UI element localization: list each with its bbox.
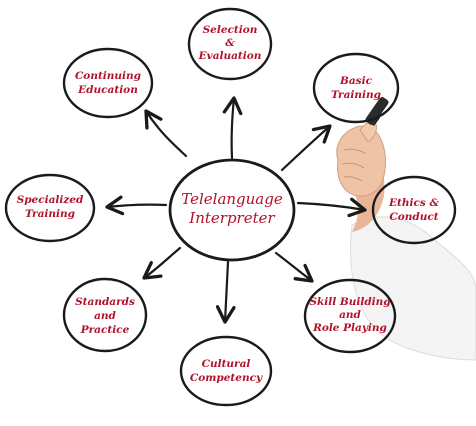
arrow-to-standards [142, 246, 182, 280]
arrow-to-specialized [105, 195, 168, 216]
connector-arrows [105, 96, 367, 324]
center-node-ring [168, 158, 296, 262]
node-skill-building-role-playing: Skill Building and Role Playing [303, 278, 397, 354]
node-specialized-training: Specialized Training [4, 173, 96, 243]
arrow-to-continuing [144, 109, 188, 158]
node-standards-practice: Standards and Practice [62, 277, 148, 353]
node-ring [187, 7, 273, 81]
node-label-line: Education [77, 84, 138, 96]
arrow-to-basic [280, 124, 332, 172]
node-label-line: Skill Building [309, 296, 390, 308]
node-label-line: Evaluation [198, 50, 262, 62]
arrow-to-skill [274, 251, 314, 283]
node-selection-evaluation: Selection & Evaluation [187, 7, 273, 81]
node-label-line: Role Playing [312, 322, 387, 334]
node-ring [179, 335, 273, 407]
node-ring [312, 52, 400, 124]
node-cultural-competency: Cultural Competency [179, 335, 273, 407]
node-label-line: & [225, 37, 235, 49]
node-label-line: Practice [80, 324, 130, 336]
node-label-line: Basic [339, 75, 373, 87]
node-ring [303, 278, 397, 354]
node-basic-training: Basic Training [312, 52, 400, 124]
node-ring [4, 173, 96, 243]
arrow-to-ethics [296, 197, 367, 218]
node-label-line: Training [25, 208, 75, 220]
node-ring [62, 47, 154, 119]
node-label-line: Continuing [75, 70, 141, 82]
node-label-line: Cultural [202, 358, 251, 370]
node-ethics-conduct: Ethics & Conduct [371, 175, 457, 245]
node-label-line: and [339, 309, 361, 321]
node-label-line: Selection [203, 24, 258, 36]
center-node-label-line-2: Interpreter [188, 209, 275, 227]
node-label-line: Specialized [17, 194, 84, 206]
arrow-to-selection [222, 96, 243, 160]
arrow-to-cultural [215, 260, 236, 324]
node-label-line: Competency [190, 372, 263, 384]
node-label-line: Ethics & [388, 197, 439, 209]
node-label-line: Standards [75, 296, 135, 308]
node-ring [371, 175, 457, 245]
node-ring [62, 277, 148, 353]
node-label-line: Training [331, 89, 381, 101]
node-label-line: and [94, 310, 116, 322]
node-continuing-education: Continuing Education [62, 47, 154, 119]
center-node-label-line-1: Telelanguage [181, 190, 283, 208]
node-label-line: Conduct [389, 211, 438, 223]
center-node: Telelanguage Interpreter [168, 158, 296, 262]
